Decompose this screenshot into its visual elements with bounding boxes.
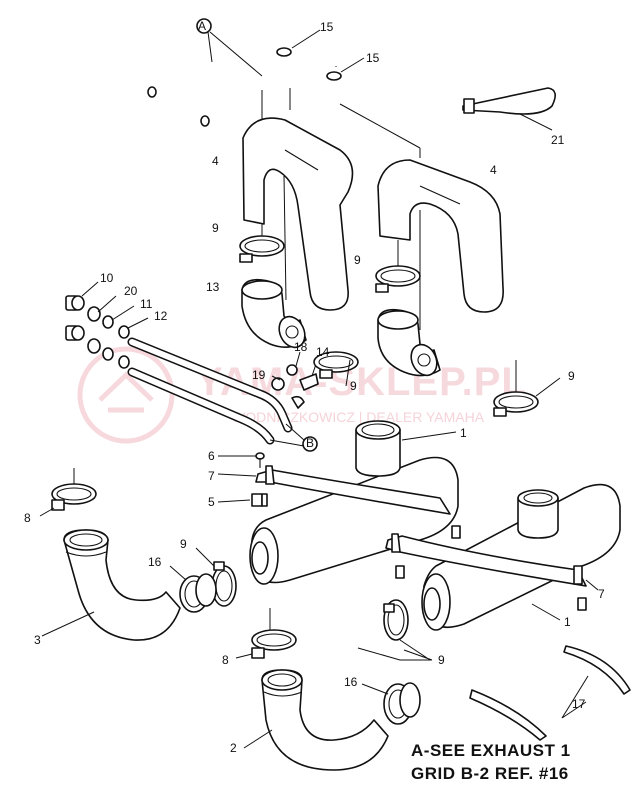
callout-15-left: 15 <box>320 20 334 34</box>
bolt-14 <box>299 373 319 391</box>
callout-17: 17 <box>572 697 586 711</box>
callout-21: 21 <box>551 133 565 147</box>
callout-20: 20 <box>124 284 138 298</box>
ref-a-circle <box>196 18 212 34</box>
callout-5: 5 <box>208 495 215 509</box>
ref-b-circle <box>302 436 318 452</box>
water-hose-b-1 <box>127 337 293 433</box>
water-hose-b-2 <box>127 367 275 445</box>
hose-clamp-9-c <box>313 351 359 379</box>
nut-5-right-c <box>577 597 587 611</box>
callout-9-a: 9 <box>212 221 219 235</box>
grommet-10 <box>65 295 85 311</box>
exhaust-elbow-13-right <box>377 308 441 377</box>
hose-clamp-9-f <box>383 599 409 641</box>
callout-4-left: 4 <box>212 154 219 168</box>
callout-1-left: 1 <box>460 426 467 440</box>
callout-1-right: 1 <box>564 615 571 629</box>
callout-ref-a: A <box>198 19 206 33</box>
exhaust-pipe-3 <box>63 529 181 641</box>
watermark: YAMA-SKLEP.PL WODNICZKOWICZ | DEALER YAM… <box>77 346 527 444</box>
mounting-strap-7-upper <box>255 465 451 515</box>
grommet-10-lower <box>65 325 85 341</box>
hose-clip-15-left <box>276 47 292 57</box>
nut-5-right-a <box>451 525 461 539</box>
callout-9-b: 9 <box>354 253 361 267</box>
callout-10: 10 <box>100 271 114 285</box>
callout-13: 13 <box>206 280 220 294</box>
hose-clamp-9-a <box>239 235 285 263</box>
callout-15-right: 15 <box>366 51 380 65</box>
callout-labels: 15 15 A 21 4 4 9 9 10 20 11 12 13 18 14 … <box>24 19 605 755</box>
drain-hose-upper-2 <box>200 43 338 127</box>
exhaust-elbow-13 <box>241 278 307 349</box>
clip-small <box>291 395 305 409</box>
washer-19 <box>271 377 285 391</box>
callout-3: 3 <box>34 633 41 647</box>
caption-line-1: A-SEE EXHAUST 1 <box>411 741 571 760</box>
hose-clamp-8-upper <box>51 483 97 511</box>
muffler-1-left <box>249 420 459 585</box>
callout-7-right: 7 <box>598 587 605 601</box>
nut-5-right-b <box>395 565 405 579</box>
callout-9-c: 9 <box>350 379 357 393</box>
watermark-subtext: WODNICZKOWICZ | DEALER YAMAHA <box>232 409 485 425</box>
callout-9-e: 9 <box>180 537 187 551</box>
coupling-16-lower <box>383 682 421 725</box>
coupling-16-upper <box>179 573 217 613</box>
callout-16-lower: 16 <box>344 675 358 689</box>
callout-19: 19 <box>252 368 266 382</box>
rubber-strip-17-lower <box>469 689 547 741</box>
callout-ref-b: B <box>306 436 314 450</box>
watermark-text: YAMA-SKLEP.PL <box>196 360 527 404</box>
hose-clamp-9-b <box>375 265 421 293</box>
callout-4-right: 4 <box>490 163 497 177</box>
callout-12: 12 <box>154 309 168 323</box>
callout-9-f: 9 <box>438 653 445 667</box>
exhaust-pipe-4-left <box>242 117 354 311</box>
exhaust-pipe-4-right <box>377 159 504 313</box>
callout-11: 11 <box>140 297 153 311</box>
callout-6: 6 <box>208 449 215 463</box>
callout-7: 7 <box>208 469 215 483</box>
reference-caption: A-SEE EXHAUST 1 GRID B-2 REF. #16 <box>411 739 633 785</box>
nut-18 <box>286 364 298 376</box>
callout-9-d: 9 <box>568 369 575 383</box>
drain-hose-upper-1 <box>147 26 286 98</box>
washer-11 <box>102 315 114 361</box>
screw-6 <box>255 452 265 468</box>
cable-tie-21 <box>462 87 556 115</box>
nut-5 <box>251 493 268 507</box>
callout-16-upper: 16 <box>148 555 162 569</box>
clip-12 <box>118 325 130 369</box>
hose-clip-15-right <box>326 71 342 81</box>
callout-2: 2 <box>230 741 237 755</box>
washer-20 <box>87 306 101 354</box>
callout-14: 14 <box>316 345 330 359</box>
callout-18: 18 <box>294 340 308 354</box>
caption-line-2: GRID B-2 REF. #16 <box>411 764 569 783</box>
watermark-logo-icon <box>77 346 175 444</box>
hose-clamp-9-d <box>493 391 539 417</box>
callout-8-lower: 8 <box>222 653 229 667</box>
muffler-1-right <box>421 483 621 631</box>
mounting-strap-7-lower <box>385 533 587 587</box>
hose-clamp-8-lower <box>251 629 297 659</box>
callout-8-upper: 8 <box>24 511 31 525</box>
rubber-strip-17-upper <box>563 645 631 695</box>
exhaust-pipe-2 <box>261 669 389 771</box>
